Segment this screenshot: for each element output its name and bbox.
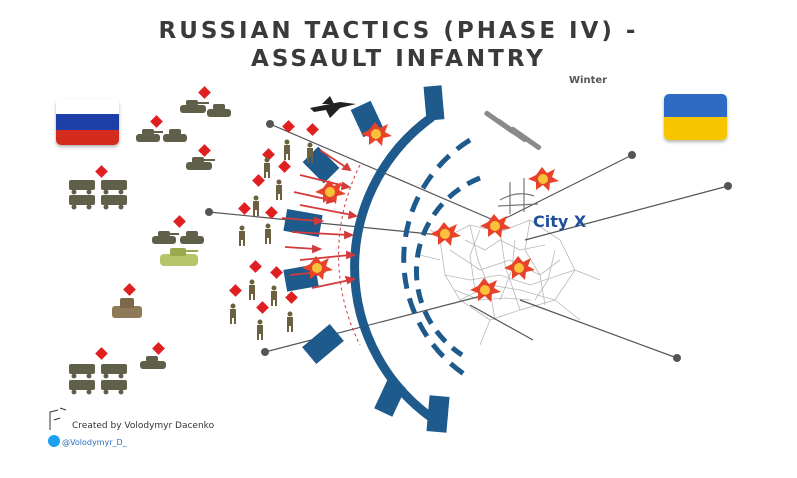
ukraine-flag xyxy=(664,94,727,140)
missile-icon xyxy=(484,110,542,150)
explosion-icon xyxy=(430,222,461,246)
explosion-icon xyxy=(361,122,392,146)
attack-arrows xyxy=(281,149,359,289)
city-label: City X xyxy=(533,212,587,231)
infantry-front-line xyxy=(338,164,361,346)
title-line-1: RUSSIAN TACTICS (PHASE IV) - xyxy=(158,18,639,44)
inner-defense-arc xyxy=(413,175,481,358)
bridge-icon xyxy=(497,178,539,214)
author-signature xyxy=(49,407,67,430)
explosion-icon xyxy=(302,256,333,280)
season-label: Winter xyxy=(569,75,608,86)
line-endpoint xyxy=(724,182,732,190)
explosion-icon xyxy=(470,278,501,302)
explosion-icon xyxy=(528,167,559,191)
twitter-icon xyxy=(48,435,60,447)
line-endpoint xyxy=(266,120,274,128)
title-line-2: ASSAULT INFANTRY xyxy=(251,46,546,72)
line-endpoint xyxy=(205,208,213,216)
russia-flag xyxy=(56,99,119,145)
explosion-icon xyxy=(480,214,511,238)
tank-icon xyxy=(136,100,231,369)
explosion-icon xyxy=(315,180,346,204)
artillery-icon xyxy=(112,248,198,318)
line-endpoint xyxy=(673,354,681,362)
truck-icon xyxy=(69,180,127,395)
unit-markers xyxy=(95,86,319,360)
jet-icon xyxy=(310,96,356,118)
twitter-handle: @Volodymyr_D_ xyxy=(62,438,127,447)
author-credit: Created by Volodymyr Dacenko xyxy=(72,421,215,431)
line-endpoint xyxy=(261,348,269,356)
soldier-icon xyxy=(230,139,313,340)
middle-defense-arc xyxy=(401,137,472,381)
approach-lines xyxy=(208,123,729,359)
line-endpoint xyxy=(628,151,636,159)
explosion-icon xyxy=(504,256,535,280)
